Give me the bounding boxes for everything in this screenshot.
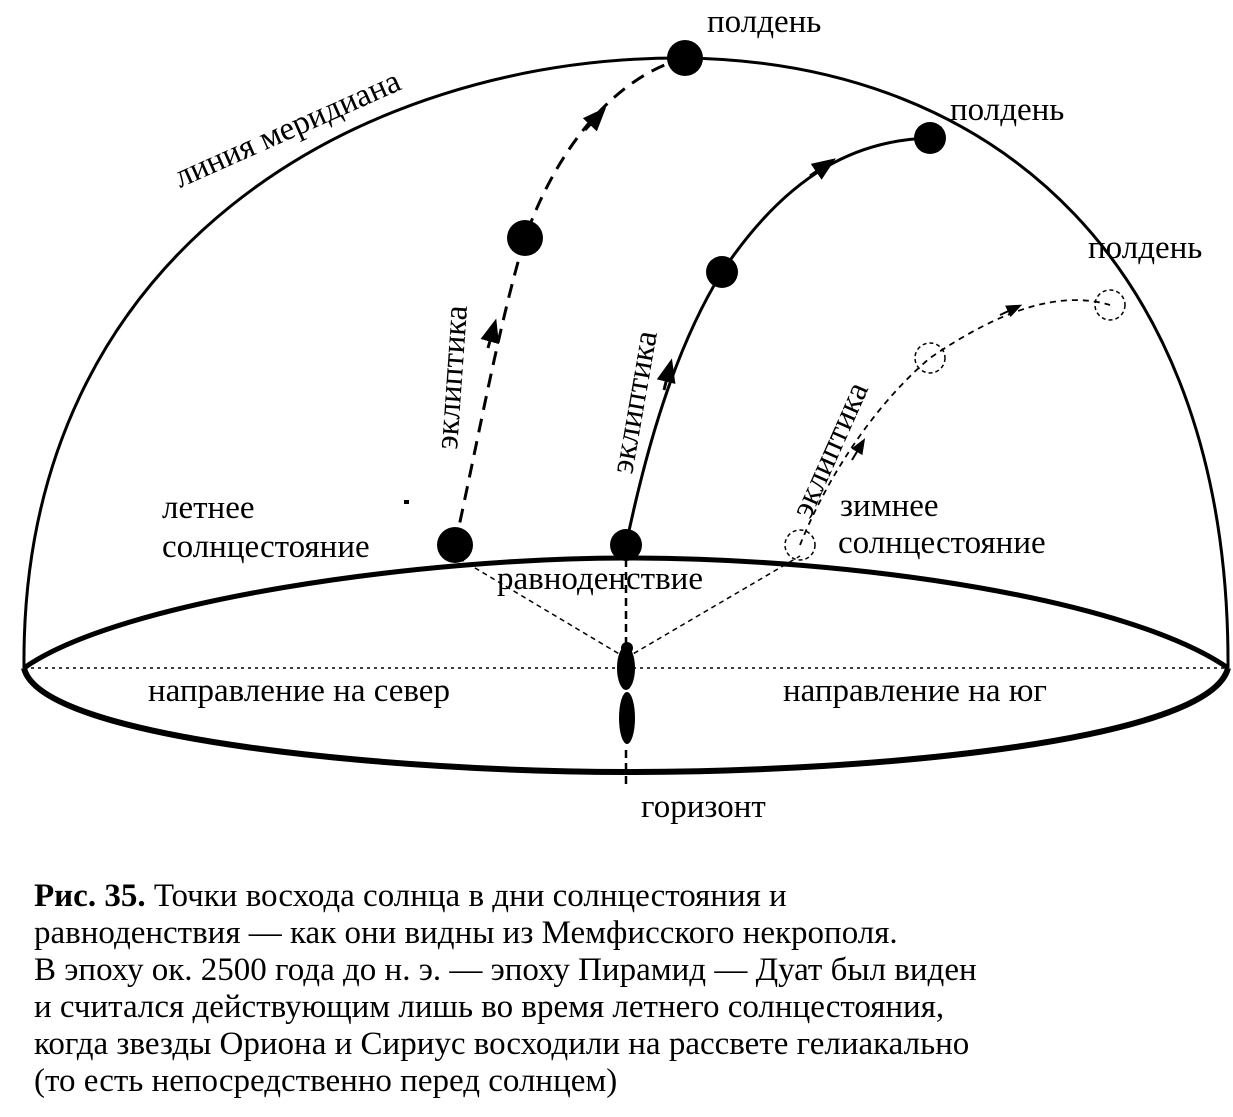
arrow-equinox-upper xyxy=(809,158,836,180)
noon-label-equinox: полдень xyxy=(950,92,1064,128)
caption-line-6: (то есть непосредственно перед солнцем) xyxy=(34,1063,618,1099)
ecliptic-label-summer: эклиптика xyxy=(429,304,475,451)
ecliptic-label-equinox: эклиптика xyxy=(604,328,665,477)
equinox-label: равноденствие xyxy=(497,561,703,597)
horizon-label: горизонт xyxy=(641,789,766,825)
figure-number: Рис. 35. xyxy=(34,878,146,914)
sun-summer-sunrise xyxy=(437,527,473,563)
winter-solstice-label-line1: зимнее xyxy=(840,488,939,524)
stray-mark xyxy=(404,500,409,504)
arrow-summer-lower xyxy=(480,318,500,349)
caption-text-1: Точки восхода солнца в дни солнцестояния… xyxy=(153,878,787,914)
sun-summer-noon xyxy=(667,40,703,76)
sightline-winter xyxy=(625,555,801,659)
ecliptic-path-summer xyxy=(453,56,686,546)
noon-label-summer: полдень xyxy=(707,4,821,40)
sun-summer-mid xyxy=(507,220,543,256)
sightline-summer xyxy=(454,555,627,659)
ecliptic-path-equinox xyxy=(624,136,931,546)
caption-line-4: и считался действующим лишь во время лет… xyxy=(34,989,945,1025)
sun-equinox-mid xyxy=(706,256,738,288)
caption-line-2: равноденствия — как они видны из Мемфисс… xyxy=(34,915,898,951)
caption-line-3: В эпоху ок. 2500 года до н. э. — эпоху П… xyxy=(34,952,977,988)
noon-label-winter: полдень xyxy=(1088,230,1202,266)
south-direction-label: направление на юг xyxy=(783,673,1047,709)
summer-solstice-label-line1: летнее xyxy=(162,490,255,526)
sun-equinox-noon xyxy=(914,122,946,154)
horizon-front-edge xyxy=(21,667,1231,776)
sun-equinox-sunrise xyxy=(610,529,642,561)
arrow-summer-upper xyxy=(582,107,607,132)
sun-winter-mid xyxy=(914,342,946,374)
sun-winter-noon xyxy=(1094,289,1126,321)
north-direction-label: направление на север xyxy=(148,673,450,709)
caption-line-5: когда звезды Ориона и Сириус восходили н… xyxy=(34,1026,970,1062)
celestial-dome-diagram: линия меридиана полдень полдень полдень … xyxy=(21,4,1231,825)
arrow-equinox-lower xyxy=(656,358,676,391)
sun-winter-sunrise xyxy=(784,529,816,561)
figure-caption: Рис. 35. Точки восхода солнца в дни солн… xyxy=(34,878,1224,1100)
arrow-winter-lower xyxy=(851,438,866,461)
winter-solstice-label-line2: солнцестояние xyxy=(838,525,1046,561)
meridian-label: линия меридиана xyxy=(169,63,407,195)
arrow-winter-upper xyxy=(999,304,1023,318)
caption-line-1: Рис. 35. Точки восхода солнца в дни солн… xyxy=(34,878,1224,915)
observer-figure xyxy=(617,642,635,744)
summer-solstice-label-line2: солнцестояние xyxy=(162,529,370,565)
